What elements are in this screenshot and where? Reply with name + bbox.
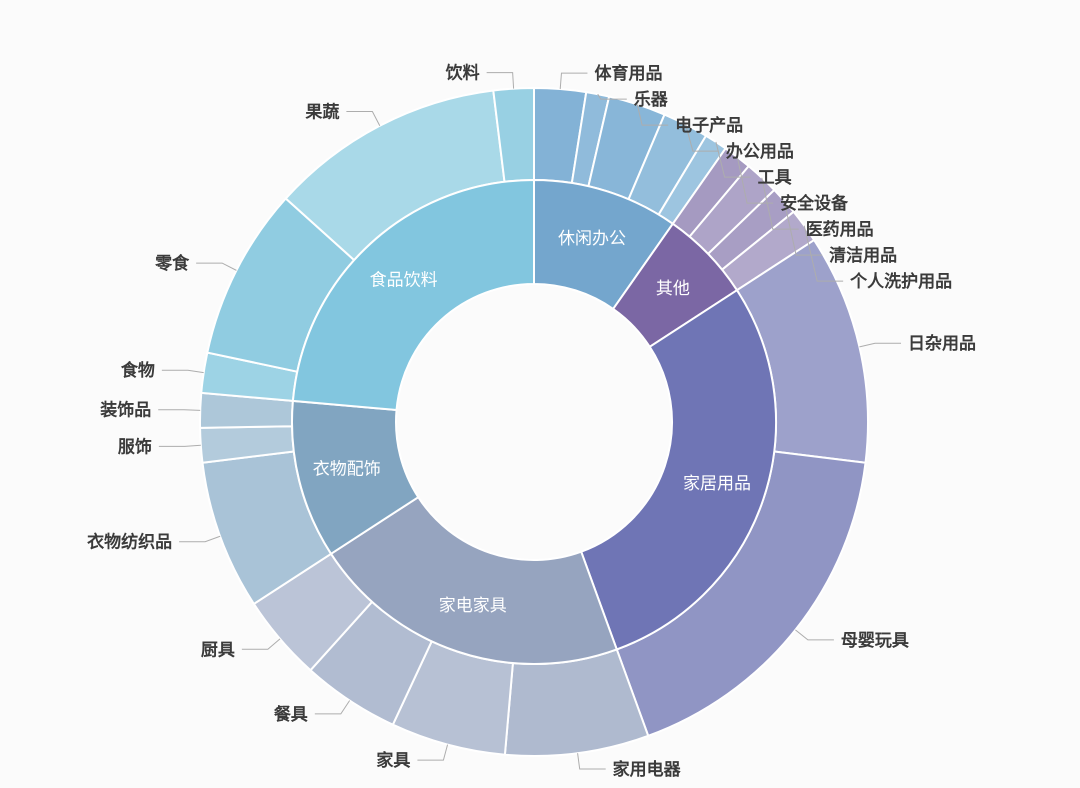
outer-label-furniture: 家具 bbox=[376, 750, 410, 770]
outer-label-home-appliances: 家用电器 bbox=[613, 759, 682, 779]
outer-label-electronics: 电子产品 bbox=[675, 115, 743, 135]
leader-line-daily-sundries bbox=[859, 342, 902, 348]
outer-label-apparel: 服饰 bbox=[118, 436, 152, 456]
leader-line-food bbox=[161, 369, 204, 374]
outer-label-sporting-goods: 体育用品 bbox=[594, 63, 662, 83]
leader-line-office-supplies bbox=[685, 124, 719, 152]
outer-label-decorations: 装饰品 bbox=[99, 400, 151, 420]
outer-label-personal-care: 个人洗护用品 bbox=[849, 271, 952, 291]
leader-line-mother-baby-toys bbox=[795, 629, 834, 641]
leader-line-tableware bbox=[314, 700, 351, 715]
outer-label-clothing-textiles: 衣物纺织品 bbox=[87, 532, 172, 552]
outer-label-medical-supplies: 医药用品 bbox=[806, 219, 874, 239]
leader-line-beverages bbox=[486, 72, 515, 89]
outer-label-tableware: 餐具 bbox=[274, 704, 308, 724]
inner-label-home-goods: 家居用品 bbox=[683, 474, 751, 493]
outer-label-snacks: 零食 bbox=[154, 253, 190, 273]
inner-label-food-beverage: 食品饮料 bbox=[370, 271, 438, 290]
inner-segment-appliances-furniture bbox=[329, 495, 619, 665]
outer-label-beverages: 饮料 bbox=[445, 63, 480, 83]
outer-label-fruits-vegetables: 果蔬 bbox=[305, 102, 339, 121]
outer-label-kitchenware: 厨具 bbox=[201, 640, 235, 659]
leader-line-home-appliances bbox=[577, 753, 606, 770]
leader-line-sporting-goods bbox=[559, 72, 588, 90]
inner-label-clothing-accessories: 衣物配饰 bbox=[313, 460, 381, 479]
leader-line-fruits-vegetables bbox=[346, 111, 381, 126]
outer-label-daily-sundries: 日杂用品 bbox=[908, 333, 976, 353]
leader-line-electronics bbox=[636, 104, 669, 126]
leader-line-clothing-textiles bbox=[179, 535, 221, 543]
outer-label-food: 食物 bbox=[121, 360, 155, 380]
outer-label-safety-equipment: 安全设备 bbox=[780, 193, 849, 213]
outer-label-cleaning-supplies: 清洁用品 bbox=[829, 245, 897, 265]
label-leader-lines bbox=[158, 72, 902, 770]
outer-label-musical-instruments: 乐器 bbox=[634, 90, 669, 109]
leader-line-apparel bbox=[158, 444, 201, 447]
inner-label-appliances-furniture: 家电家具 bbox=[439, 596, 507, 615]
inner-label-other: 其他 bbox=[656, 279, 690, 298]
sunburst-segments bbox=[199, 86, 869, 757]
outer-label-mother-baby-toys: 母婴玩具 bbox=[841, 631, 909, 650]
inner-segment-home-goods bbox=[579, 288, 777, 651]
leader-line-cleaning-supplies bbox=[783, 200, 823, 256]
leader-line-personal-care bbox=[803, 225, 844, 282]
leader-line-safety-equipment bbox=[736, 156, 774, 204]
outer-label-tools: 工具 bbox=[758, 168, 792, 187]
inner-segment-food-beverage bbox=[291, 178, 535, 412]
leader-line-kitchenware bbox=[241, 638, 281, 650]
outer-label-office-supplies: 办公用品 bbox=[726, 141, 794, 161]
leader-line-furniture bbox=[417, 744, 449, 761]
leader-line-decorations bbox=[158, 409, 201, 411]
inner-label-leisure-office: 休闲办公 bbox=[558, 229, 626, 248]
leader-line-snacks bbox=[196, 262, 237, 271]
leader-line-musical-instruments bbox=[597, 93, 627, 100]
